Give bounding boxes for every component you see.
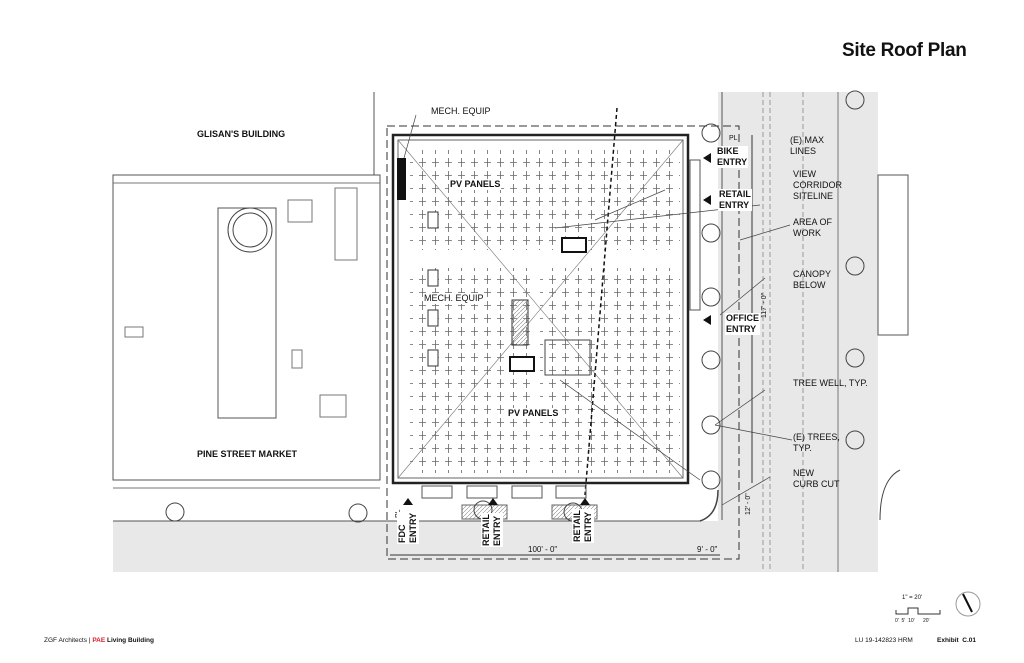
page-title: Site Roof Plan: [842, 40, 967, 61]
footer-credits: ZGF Architects | PAE Living Building: [44, 637, 154, 644]
dim-curb: 12' - 0": [745, 493, 752, 515]
area-of-work-boundary: [386, 125, 740, 560]
label-pv-panels-bottom: PV PANELS: [507, 408, 560, 419]
dim-length: 117' - 0": [761, 292, 768, 318]
scale-ratio: 1" = 20': [902, 595, 923, 601]
label-tree-well: TREE WELL, TYP.: [793, 378, 868, 388]
label-mech-equip-mid: MECH. EQUIP: [423, 293, 485, 304]
label-glisans-building: GLISAN'S BUILDING: [197, 129, 286, 139]
label-pl-top: PL: [729, 135, 738, 142]
dim-width: 100' - 0": [528, 545, 558, 554]
scale-ticks: 0' 5' 10' 20': [895, 618, 930, 624]
footer-exhibit: Exhibit C.01: [937, 637, 977, 644]
pine-street-market-block: [112, 174, 381, 481]
label-mech-equip-top: MECH. EQUIP: [431, 106, 491, 116]
dim-setback: 9' - 0": [697, 545, 718, 554]
label-pv-panels-top: PV PANELS: [449, 179, 502, 190]
pv-panel-array: [410, 150, 680, 250]
footer-project-number: LU 19-142823 HRM: [855, 637, 913, 644]
label-existing-trees: (E) TREES,TYP.: [793, 432, 840, 453]
label-pine-street-market: PINE STREET MARKET: [197, 449, 298, 459]
